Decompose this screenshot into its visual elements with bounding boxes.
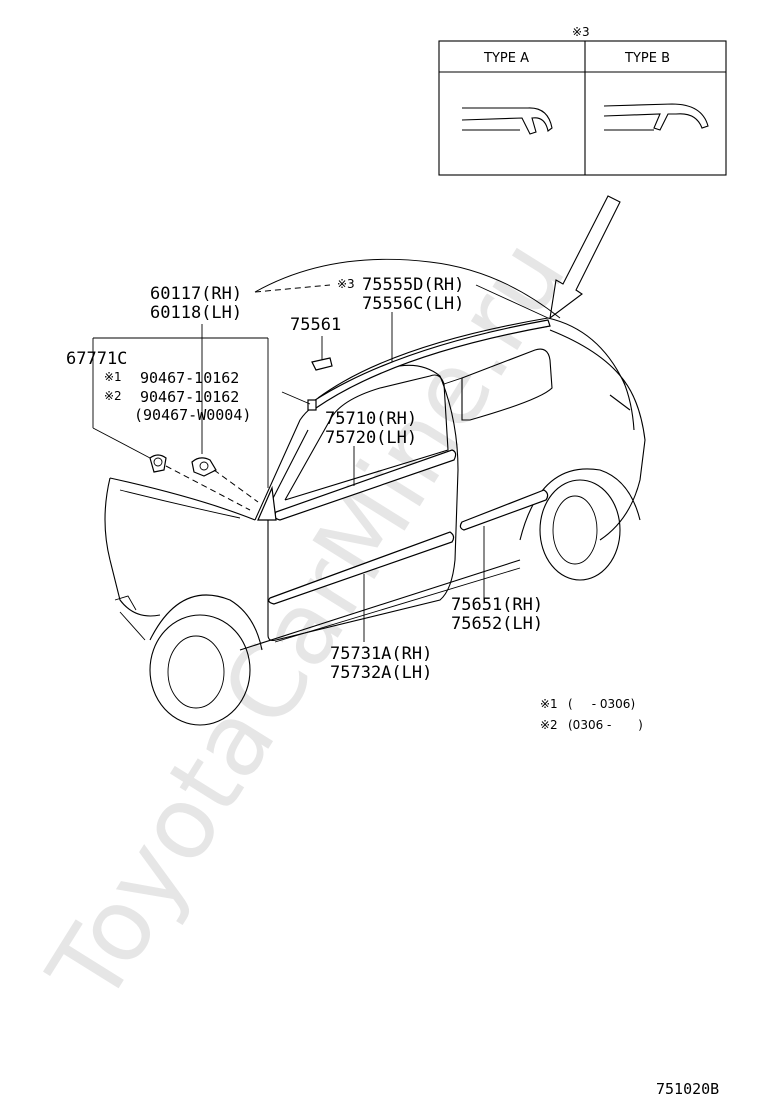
- clip-90467: [191, 457, 217, 477]
- clip-75561: [311, 357, 333, 371]
- inset-type-b-header: TYPE B: [624, 51, 670, 66]
- label-mark-3: ※3: [337, 277, 355, 291]
- quarter-side-moulding: [459, 489, 549, 531]
- label-mark-1: ※1: [104, 370, 122, 384]
- inset-type-a-header: TYPE A: [483, 51, 529, 66]
- label-75651-rh: 75651(RH): [451, 595, 543, 615]
- label-75652-lh: 75652(LH): [451, 614, 543, 634]
- part-labels: 60117(RH) 60118(LH) 67771C ※1 90467-1016…: [66, 275, 543, 683]
- note-2-mark: ※2: [540, 718, 558, 732]
- label-75710-rh: 75710(RH): [325, 409, 417, 429]
- inset-marker: ※3: [572, 25, 590, 39]
- applicability-notes: ※1 ( - 0306) ※2 (0306 - ): [540, 697, 643, 732]
- figure-code: 751020B: [656, 1080, 719, 1098]
- clip-67771c: [149, 454, 167, 473]
- type-inset: ※3 TYPE A TYPE B: [438, 25, 727, 176]
- label-60118-lh: 60118(LH): [150, 303, 242, 323]
- label-90467-w0004: (90467-W0004): [134, 406, 251, 424]
- mirror-base-60117: [257, 485, 277, 521]
- label-60117-rh: 60117(RH): [150, 284, 242, 304]
- label-90467-10162-type2: 90467-10162: [140, 388, 239, 406]
- note-2-range: (0306 - ): [568, 718, 643, 732]
- label-75555d-rh: 75555D(RH): [362, 275, 464, 295]
- note-1-mark: ※1: [540, 697, 558, 711]
- note-1-range: ( - 0306): [568, 697, 635, 711]
- inset-pointer-arrow: [549, 195, 621, 320]
- label-75556c-lh: 75556C(LH): [362, 294, 464, 314]
- inset-frame: [438, 40, 727, 176]
- label-75561: 75561: [290, 315, 341, 335]
- leader-lines: [92, 284, 549, 642]
- type-a-moulding-profile: [461, 107, 553, 135]
- label-90467-10162-type1: 90467-10162: [140, 369, 239, 387]
- label-mark-2: ※2: [104, 389, 122, 403]
- label-75720-lh: 75720(LH): [325, 428, 417, 448]
- type-b-moulding-profile: [603, 103, 709, 131]
- label-75731a-rh: 75731A(RH): [330, 644, 432, 664]
- label-75732a-lh: 75732A(LH): [330, 663, 432, 683]
- door-side-moulding: [268, 531, 455, 605]
- label-67771c: 67771C: [66, 349, 127, 369]
- roof-drip-moulding: [307, 319, 551, 411]
